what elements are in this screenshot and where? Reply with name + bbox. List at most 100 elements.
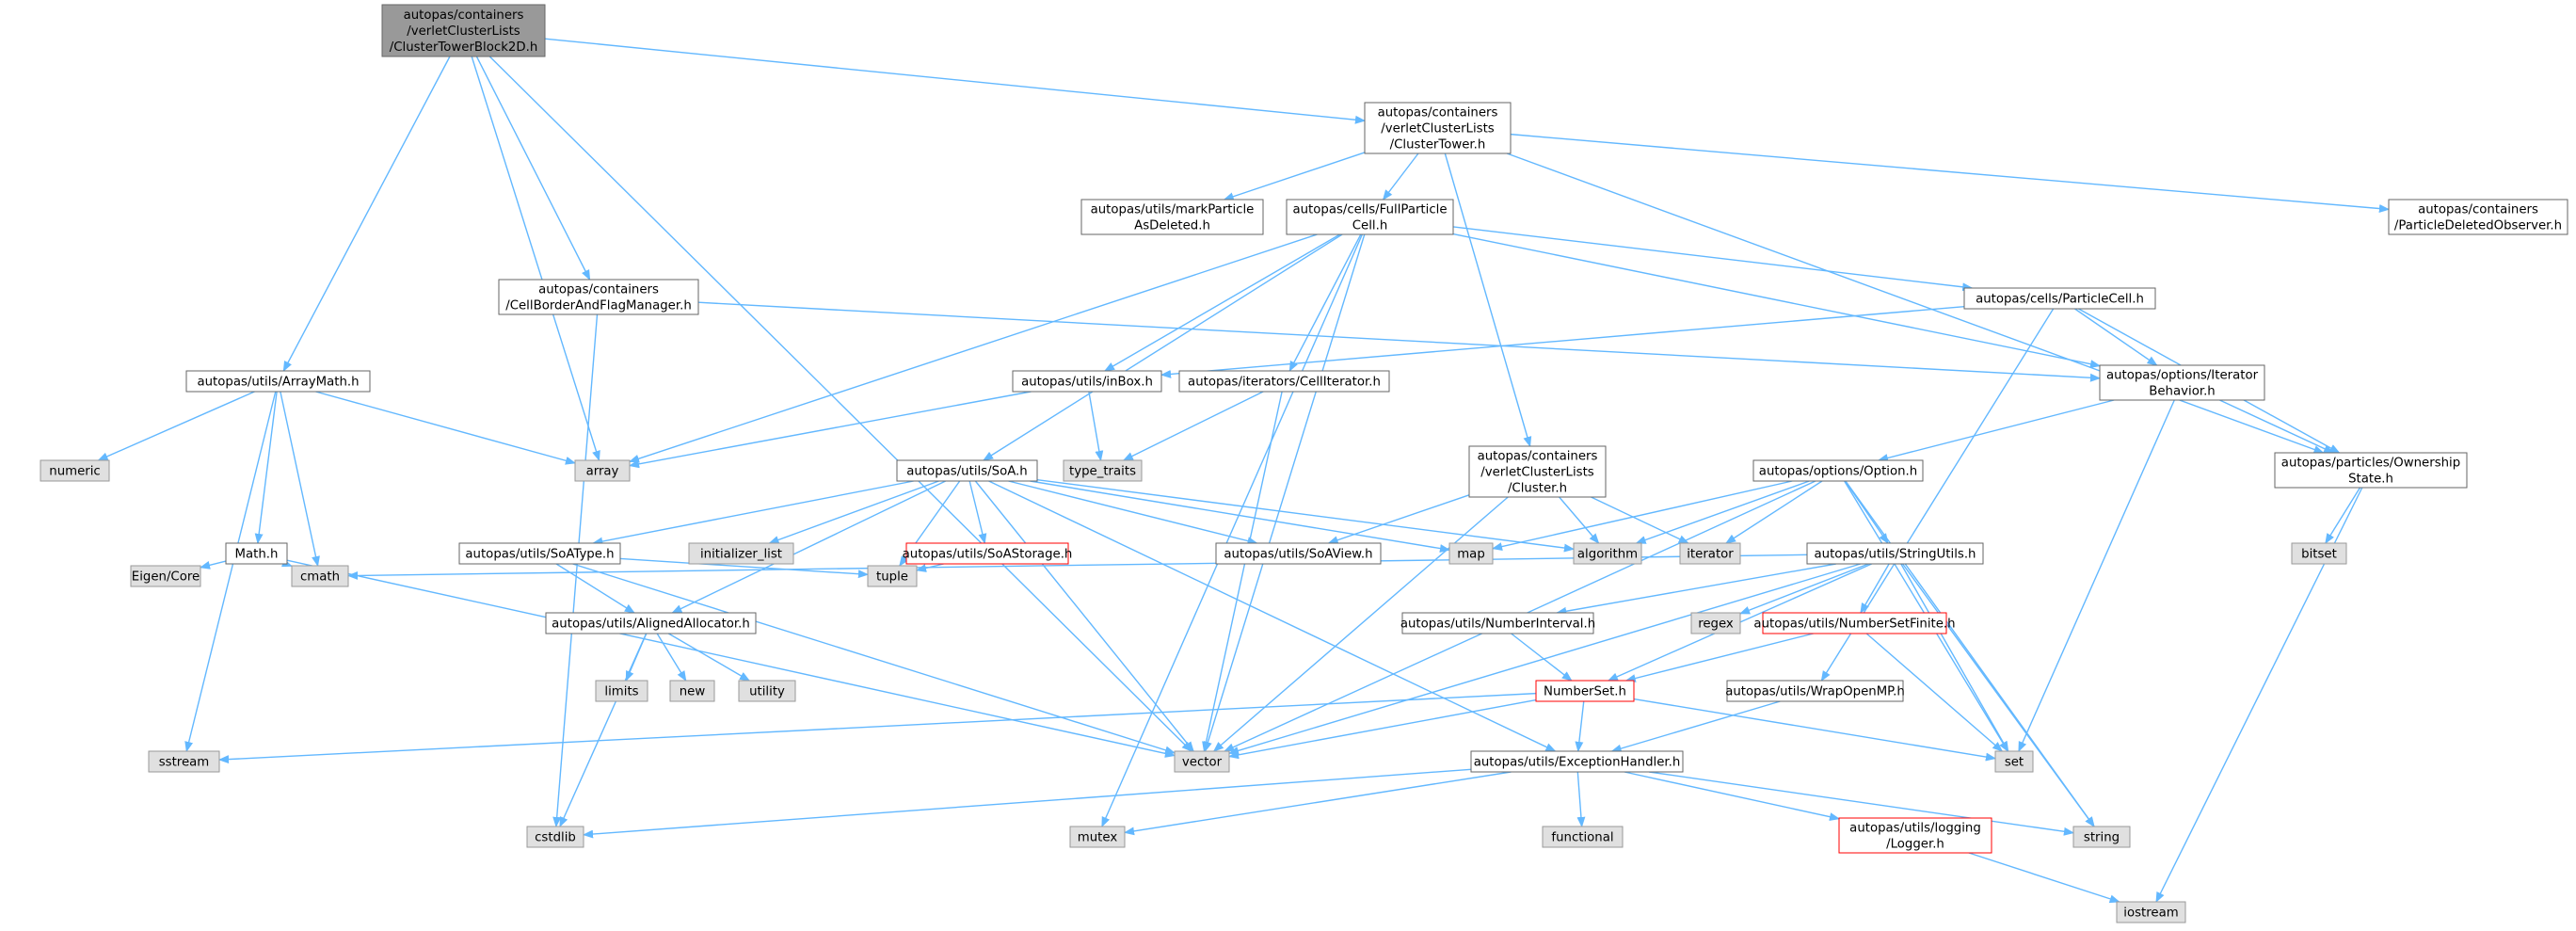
- node-alignedalloc[interactable]: autopas/utils/AlignedAllocator.h: [545, 612, 757, 634]
- edge-ownership-to-bitset: [2325, 487, 2361, 544]
- node-stringutils[interactable]: autopas/utils/StringUtils.h: [1806, 542, 1984, 565]
- node-label-utility: utility: [749, 685, 785, 699]
- edge-soa-to-alignedalloc: [671, 480, 946, 614]
- edge-soa-to-map: [1030, 480, 1451, 554]
- edge-soa-to-vector: [974, 480, 1194, 752]
- node-string: string: [2072, 826, 2131, 848]
- node-eigen: Eigen/Core: [130, 565, 201, 587]
- edge-fullparticlecell-to-inbox: [1103, 233, 1340, 372]
- node-box-stringutils: [1806, 542, 1984, 565]
- edge-arraymath-to-cmath: [280, 391, 320, 568]
- edge-stringutils-to-numbersetfinite: [1860, 563, 1890, 614]
- edge-option-to-map: [1491, 480, 1793, 551]
- node-box-arraymath: [185, 370, 371, 393]
- node-cluster[interactable]: autopas/containers/verletClusterLists/Cl…: [1468, 445, 1607, 498]
- edge-fullparticlecell-to-mutex: [1101, 233, 1364, 828]
- node-box-numberinterval: [1401, 612, 1594, 634]
- node-box-set: [1994, 750, 2034, 773]
- node-box-type_traits: [1063, 459, 1143, 482]
- node-box-mathh: [225, 542, 288, 565]
- edge-clustertower-to-deletedobserver: [1510, 133, 2391, 213]
- node-numberset[interactable]: NumberSet.h: [1535, 680, 1635, 702]
- node-box-iteratorbehavior: [2099, 364, 2265, 401]
- node-cstdlib: cstdlib: [526, 826, 584, 848]
- edge-option-to-iterator: [1725, 480, 1823, 544]
- node-box-numbersetfinite: [1762, 612, 1947, 634]
- node-label-soastorage: autopas/utils/SoAStorage.h: [903, 548, 1073, 562]
- edge-wrapopenmp-to-exceptionhandler: [1610, 700, 1781, 753]
- node-label-string: string: [2084, 831, 2120, 845]
- node-cellborder[interactable]: autopas/containers/CellBorderAndFlagMana…: [498, 279, 699, 315]
- node-root[interactable]: autopas/containers/verletClusterLists/Cl…: [381, 4, 546, 57]
- node-option[interactable]: autopas/options/Option.h: [1752, 459, 1924, 482]
- node-label-initializer_list: initializer_list: [700, 548, 782, 562]
- edge-soa-to-soaview: [1008, 480, 1258, 545]
- edge-stringutils-to-cmath: [346, 554, 1808, 580]
- edge-particlecell-to-iteratorbehavior: [2074, 308, 2158, 366]
- node-exceptionhandler[interactable]: autopas/utils/ExceptionHandler.h: [1470, 750, 1684, 773]
- node-label-numbersetfinite: autopas/utils/NumberSetFinite.h: [1753, 618, 1955, 632]
- node-label-arraymath: autopas/utils/ArrayMath.h: [197, 376, 359, 390]
- node-soastorage[interactable]: autopas/utils/SoAStorage.h: [903, 542, 1073, 565]
- edge-stringutils-to-set: [1900, 563, 2009, 752]
- node-soa[interactable]: autopas/utils/SoA.h: [896, 459, 1038, 482]
- node-label-array: array: [586, 465, 619, 479]
- node-mathh[interactable]: Math.h: [225, 542, 288, 565]
- node-label-cluster: /verletClusterLists: [1480, 466, 1594, 480]
- node-box-regex: [1690, 612, 1741, 634]
- node-deletedobserver[interactable]: autopas/containers/ParticleDeletedObserv…: [2388, 199, 2568, 235]
- edge-clustertower-to-markparticle: [1223, 152, 1366, 201]
- edge-stringutils-to-regex: [1738, 563, 1869, 615]
- node-box-particlecell: [1963, 287, 2156, 310]
- node-box-initializer_list: [688, 542, 794, 565]
- node-label-particlecell: autopas/cells/ParticleCell.h: [1976, 293, 2144, 307]
- node-box-new: [669, 680, 715, 702]
- node-box-cstdlib: [526, 826, 584, 848]
- node-box-limits: [595, 680, 648, 702]
- node-wrapopenmp[interactable]: autopas/utils/WrapOpenMP.h: [1725, 680, 1905, 702]
- node-tuple: tuple: [867, 565, 918, 587]
- edge-stringutils-to-numberinterval: [1556, 563, 1836, 616]
- edge-celliterator-to-vector: [1202, 391, 1283, 753]
- edge-soa-to-exceptionhandler: [988, 480, 1557, 752]
- node-soatype[interactable]: autopas/utils/SoAType.h: [458, 542, 621, 565]
- node-numberinterval[interactable]: autopas/utils/NumberInterval.h: [1400, 612, 1595, 634]
- node-functional: functional: [1542, 826, 1624, 848]
- node-label-soaview: autopas/utils/SoAView.h: [1224, 548, 1372, 562]
- node-clustertower[interactable]: autopas/containers/verletClusterLists/Cl…: [1364, 102, 1512, 154]
- node-box-algorithm: [1573, 542, 1642, 565]
- edge-cellborder-to-iteratorbehavior: [697, 301, 2102, 382]
- edge-arraymath-to-numeric: [97, 391, 255, 461]
- node-label-inbox: autopas/utils/inBox.h: [1021, 376, 1153, 390]
- node-label-mathh: Math.h: [235, 548, 279, 562]
- node-soaview[interactable]: autopas/utils/SoAView.h: [1215, 542, 1382, 565]
- node-box-map: [1448, 542, 1494, 565]
- node-cmath: cmath: [291, 565, 349, 587]
- node-label-root: /ClusterTowerBlock2D.h: [390, 40, 538, 55]
- node-label-cluster: autopas/containers: [1478, 450, 1598, 464]
- node-label-deletedobserver: /ParticleDeletedObserver.h: [2394, 219, 2562, 233]
- node-numbersetfinite[interactable]: autopas/utils/NumberSetFinite.h: [1753, 612, 1956, 634]
- node-label-vector: vector: [1182, 756, 1223, 770]
- node-logger[interactable]: autopas/utils/logging/Logger.h: [1838, 817, 1992, 854]
- edge-particlecell-to-inbox: [1160, 305, 1965, 378]
- node-label-iterator: iterator: [1687, 548, 1734, 562]
- node-arraymath[interactable]: autopas/utils/ArrayMath.h: [185, 370, 371, 393]
- node-label-iteratorbehavior: autopas/options/Iterator: [2106, 369, 2259, 383]
- node-celliterator[interactable]: autopas/iterators/CellIterator.h: [1178, 370, 1390, 393]
- node-label-markparticle: autopas/utils/markParticle: [1091, 203, 1255, 217]
- node-particlecell[interactable]: autopas/cells/ParticleCell.h: [1963, 287, 2156, 310]
- node-label-cmath: cmath: [300, 570, 340, 585]
- node-box-numeric: [40, 459, 110, 482]
- edge-root-to-arraymath: [282, 56, 451, 372]
- node-inbox[interactable]: autopas/utils/inBox.h: [1012, 370, 1162, 393]
- node-box-soaview: [1215, 542, 1382, 565]
- edge-iteratorbehavior-to-set: [2018, 399, 2175, 753]
- edge-alignedalloc-to-utility: [668, 633, 751, 682]
- node-label-clustertower: /verletClusterLists: [1381, 122, 1495, 136]
- node-label-clustertower: autopas/containers: [1378, 106, 1498, 120]
